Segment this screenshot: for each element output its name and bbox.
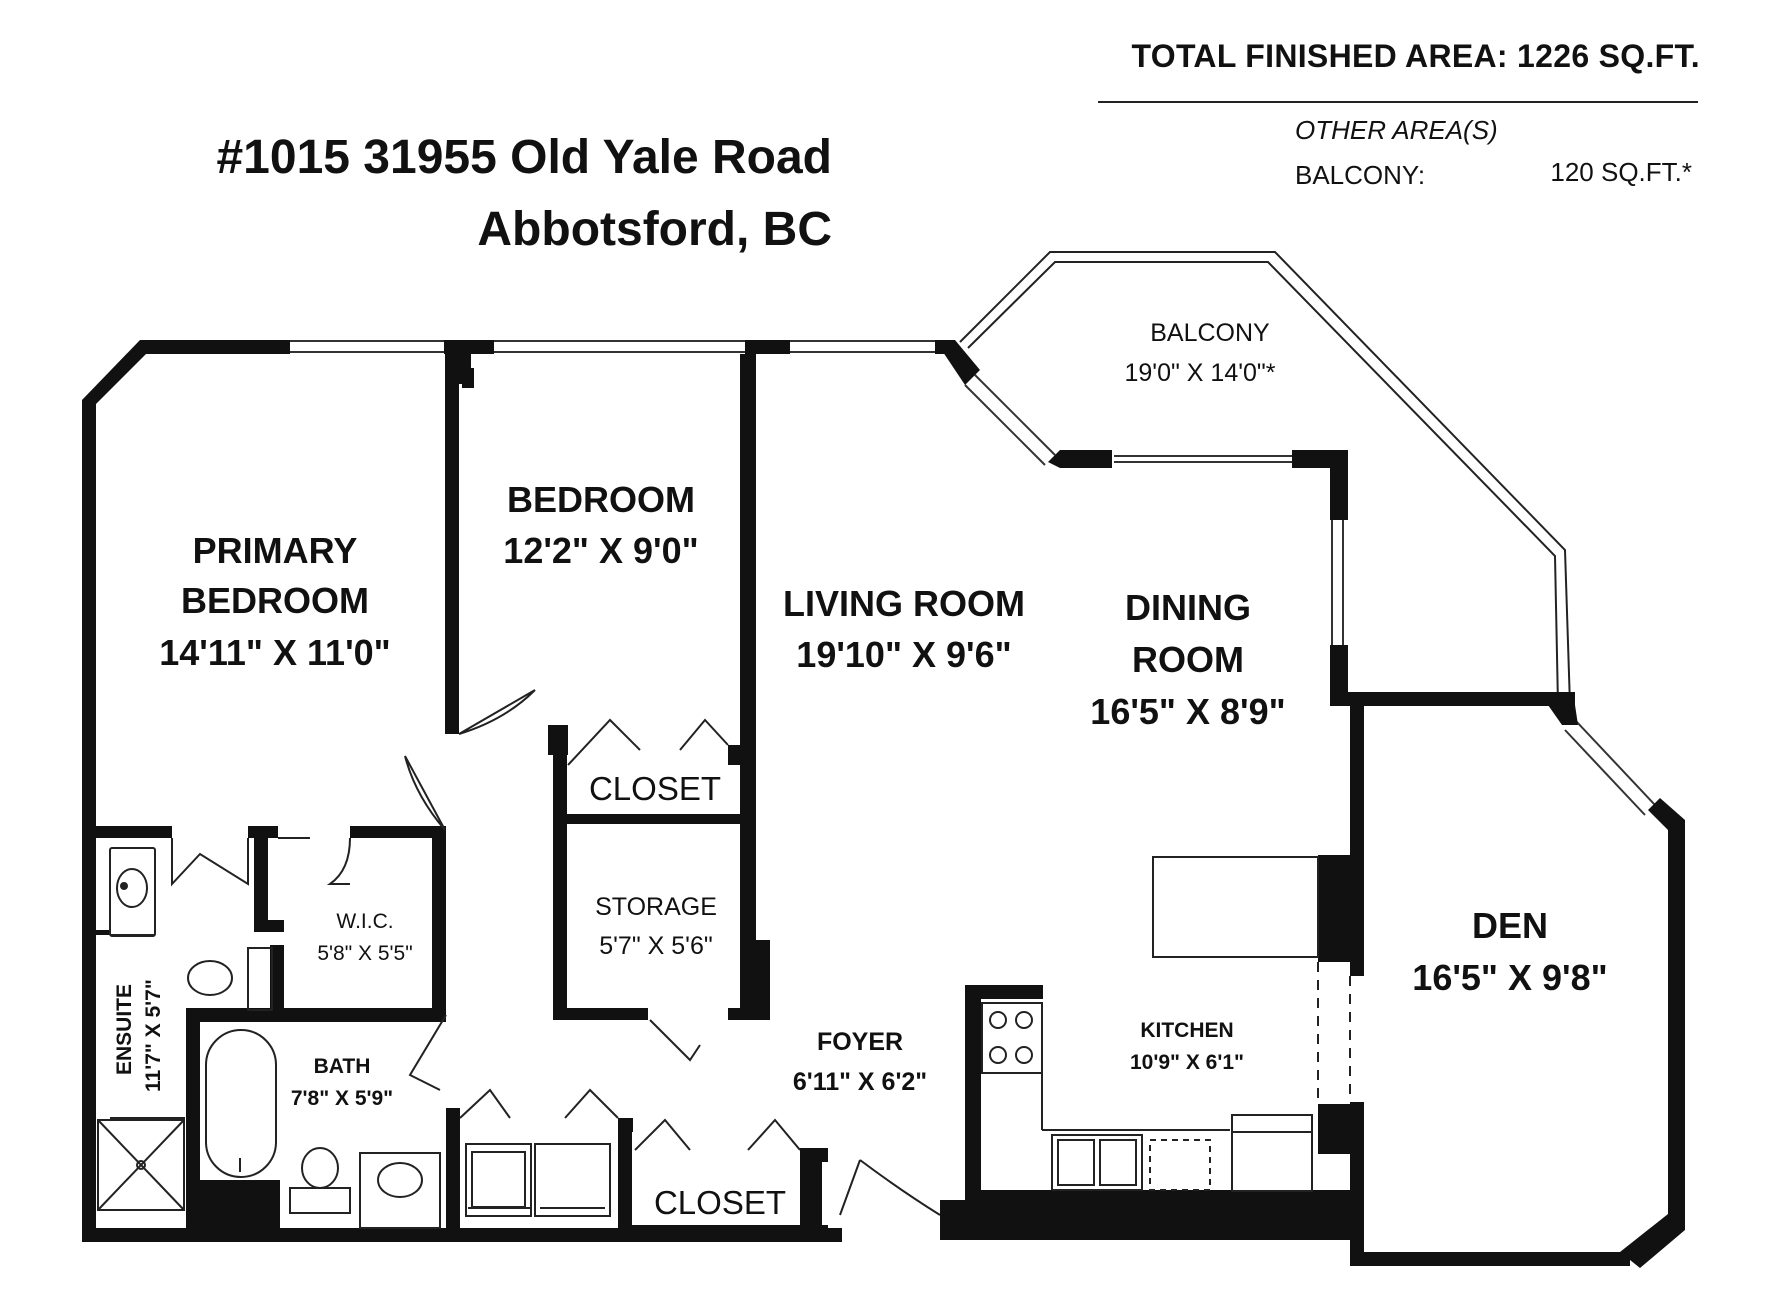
balcony-name: BALCONY: [1150, 319, 1270, 347]
windows: [290, 340, 1656, 816]
wic-name: W.I.C.: [336, 910, 393, 933]
header-divider: [1098, 101, 1698, 103]
kitchen-dims: 10'9" X 6'1": [1130, 1051, 1244, 1074]
address-line-2: Abbotsford, BC: [477, 203, 832, 256]
wic-dims: 5'8" X 5'5": [317, 942, 412, 965]
living-room-dims: 19'10" X 9'6": [796, 634, 1011, 675]
address-line-1: #1015 31955 Old Yale Road: [216, 131, 832, 184]
doors: [171, 689, 941, 1216]
primary-bedroom-dims: 14'11" X 11'0": [159, 632, 390, 673]
ensuite-name: ENSUITE: [113, 984, 136, 1075]
dining-room-name-1: DINING: [1125, 587, 1251, 628]
closet-lower-name: CLOSET: [654, 1184, 786, 1221]
foyer-dims: 6'11" X 6'2": [793, 1068, 927, 1096]
dining-room-name-2: ROOM: [1132, 639, 1244, 680]
living-room-name: LIVING ROOM: [783, 583, 1025, 624]
dining-room-dims: 16'5" X 8'9": [1090, 691, 1285, 732]
foyer-name: FOYER: [817, 1028, 903, 1056]
balcony-area-label: BALCONY:: [1295, 160, 1426, 190]
den-name: DEN: [1472, 905, 1548, 946]
ensuite-dims: 11'7" X 5'7": [142, 979, 165, 1092]
walls: [82, 340, 1685, 1268]
primary-bedroom-name-2: BEDROOM: [181, 580, 369, 621]
balcony-dims: 19'0" X 14'0"*: [1124, 359, 1275, 387]
room-labels: PRIMARY BEDROOM 14'11" X 11'0" BEDROOM 1…: [113, 319, 1608, 1221]
storage-name: STORAGE: [595, 893, 717, 921]
primary-bedroom-name-1: PRIMARY: [193, 530, 358, 571]
bedroom-dims: 12'2" X 9'0": [503, 530, 698, 571]
balcony-area-value: 120 SQ.FT.*: [1550, 157, 1692, 187]
storage-dims: 5'7" X 5'6": [599, 932, 712, 960]
bath-dims: 7'8" X 5'9": [291, 1087, 393, 1110]
other-areas-label: OTHER AREA(S): [1295, 115, 1498, 145]
den-dims: 16'5" X 9'8": [1412, 957, 1607, 998]
closet-upper-name: CLOSET: [589, 770, 721, 807]
bath-name: BATH: [314, 1055, 371, 1078]
bedroom-name: BEDROOM: [507, 479, 695, 520]
fixtures: [97, 847, 1319, 1229]
kitchen-name: KITCHEN: [1140, 1019, 1233, 1042]
total-finished-area: TOTAL FINISHED AREA: 1226 SQ.FT.: [1131, 38, 1700, 74]
